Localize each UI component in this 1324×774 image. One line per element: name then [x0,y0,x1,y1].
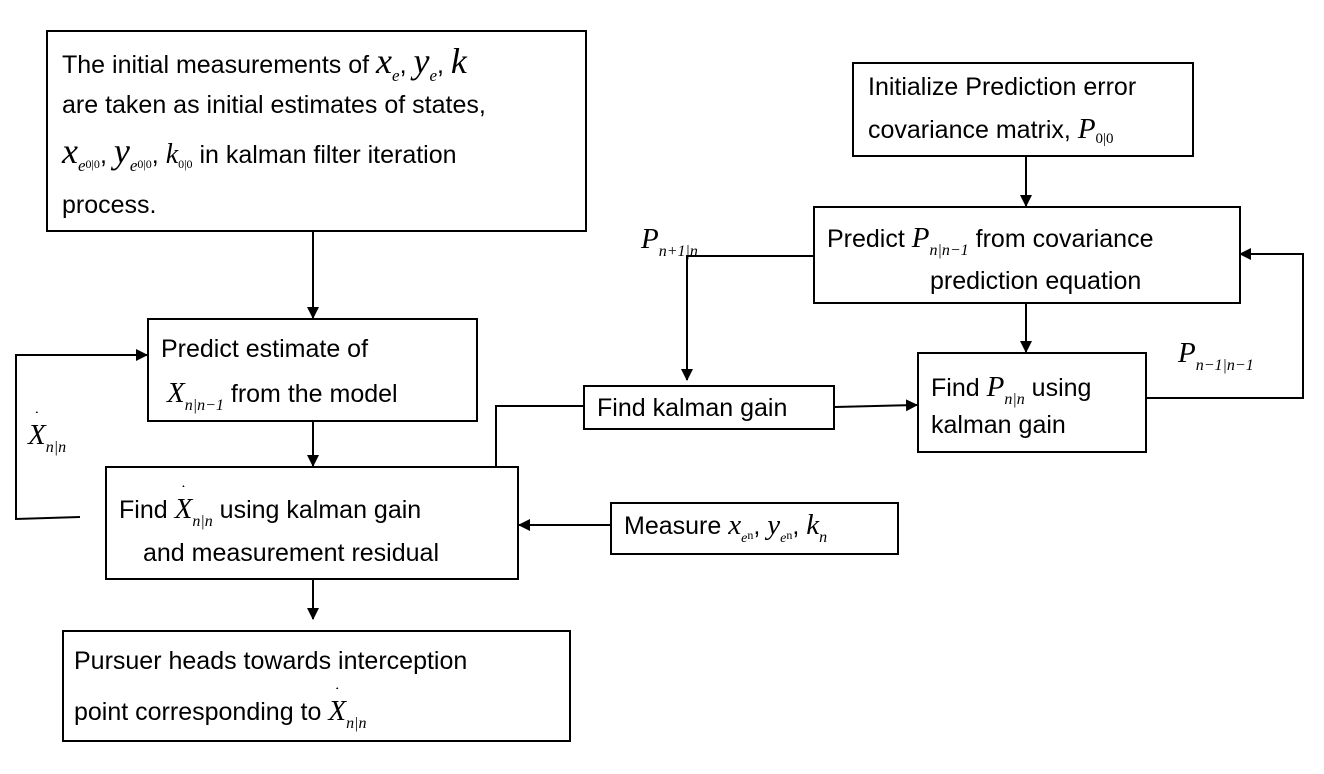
predict-p-line1: Predict Pn|n−1 from covariance [827,222,1154,259]
predict-p-box: Predict Pn|n−1 from covariance predictio… [813,206,1241,304]
label-p-n-minus-1: Pn−1|n−1 [1178,337,1254,374]
kalman-gain-box: Find kalman gain [583,385,835,430]
arrow-gain-to-find-p [834,399,918,412]
feedback-p-line [1147,248,1304,399]
measure-label: Measure xen, yen, kn [624,509,828,546]
predict-x-line1: Predict estimate of [161,335,369,363]
predict-x-box: Predict estimate of Xn|n−1 from the mode… [147,318,478,422]
initialize-p-line2: covariance matrix, P0|0 [868,113,1114,147]
find-x-hat-line1: Find Xn|n using kalman gain [119,493,422,530]
arrow-predict-p-to-gain [681,255,813,381]
find-p-line2: kalman gain [931,411,1066,439]
find-x-hat-box: Find Xn|n using kalman gain and measurem… [105,466,519,580]
feedback-x-hat-line [15,349,148,521]
predict-p-line2: prediction equation [930,267,1142,295]
kalman-gain-label: Find kalman gain [597,394,788,422]
label-x-hat-feedback: Xn|n [28,419,67,456]
initial-measurements-line2: are taken as initial estimates of states… [62,91,486,119]
predict-x-line2: Xn|n−1 from the model [167,377,398,414]
initial-measurements-box: The initial measurements of xe, ye, k ar… [46,30,587,232]
initial-measurements-line3: xe0|0, ye0|0, k0|0 in kalman filter iter… [62,131,457,175]
find-x-hat-line2: and measurement residual [143,539,439,567]
pursuer-line1: Pursuer heads towards interception [74,647,468,675]
initialize-p-line1: Initialize Prediction error [868,73,1137,101]
initialize-p-box: Initialize Prediction error covariance m… [852,62,1194,157]
find-p-box: Find Pn|n using kalman gain [917,352,1147,453]
initial-measurements-line4: process. [62,191,157,219]
arrow-gain-to-find-x [490,405,583,479]
measure-box: Measure xen, yen, kn [610,502,899,555]
initial-measurements-line1: The initial measurements of xe, ye, k [62,41,467,85]
label-p-n-plus-1: Pn+1|n [641,223,698,260]
find-p-line1: Find Pn|n using [931,371,1092,408]
pursuer-line2: point corresponding to Xn|n [74,695,367,732]
pursuer-box: Pursuer heads towards interception point… [62,630,571,742]
